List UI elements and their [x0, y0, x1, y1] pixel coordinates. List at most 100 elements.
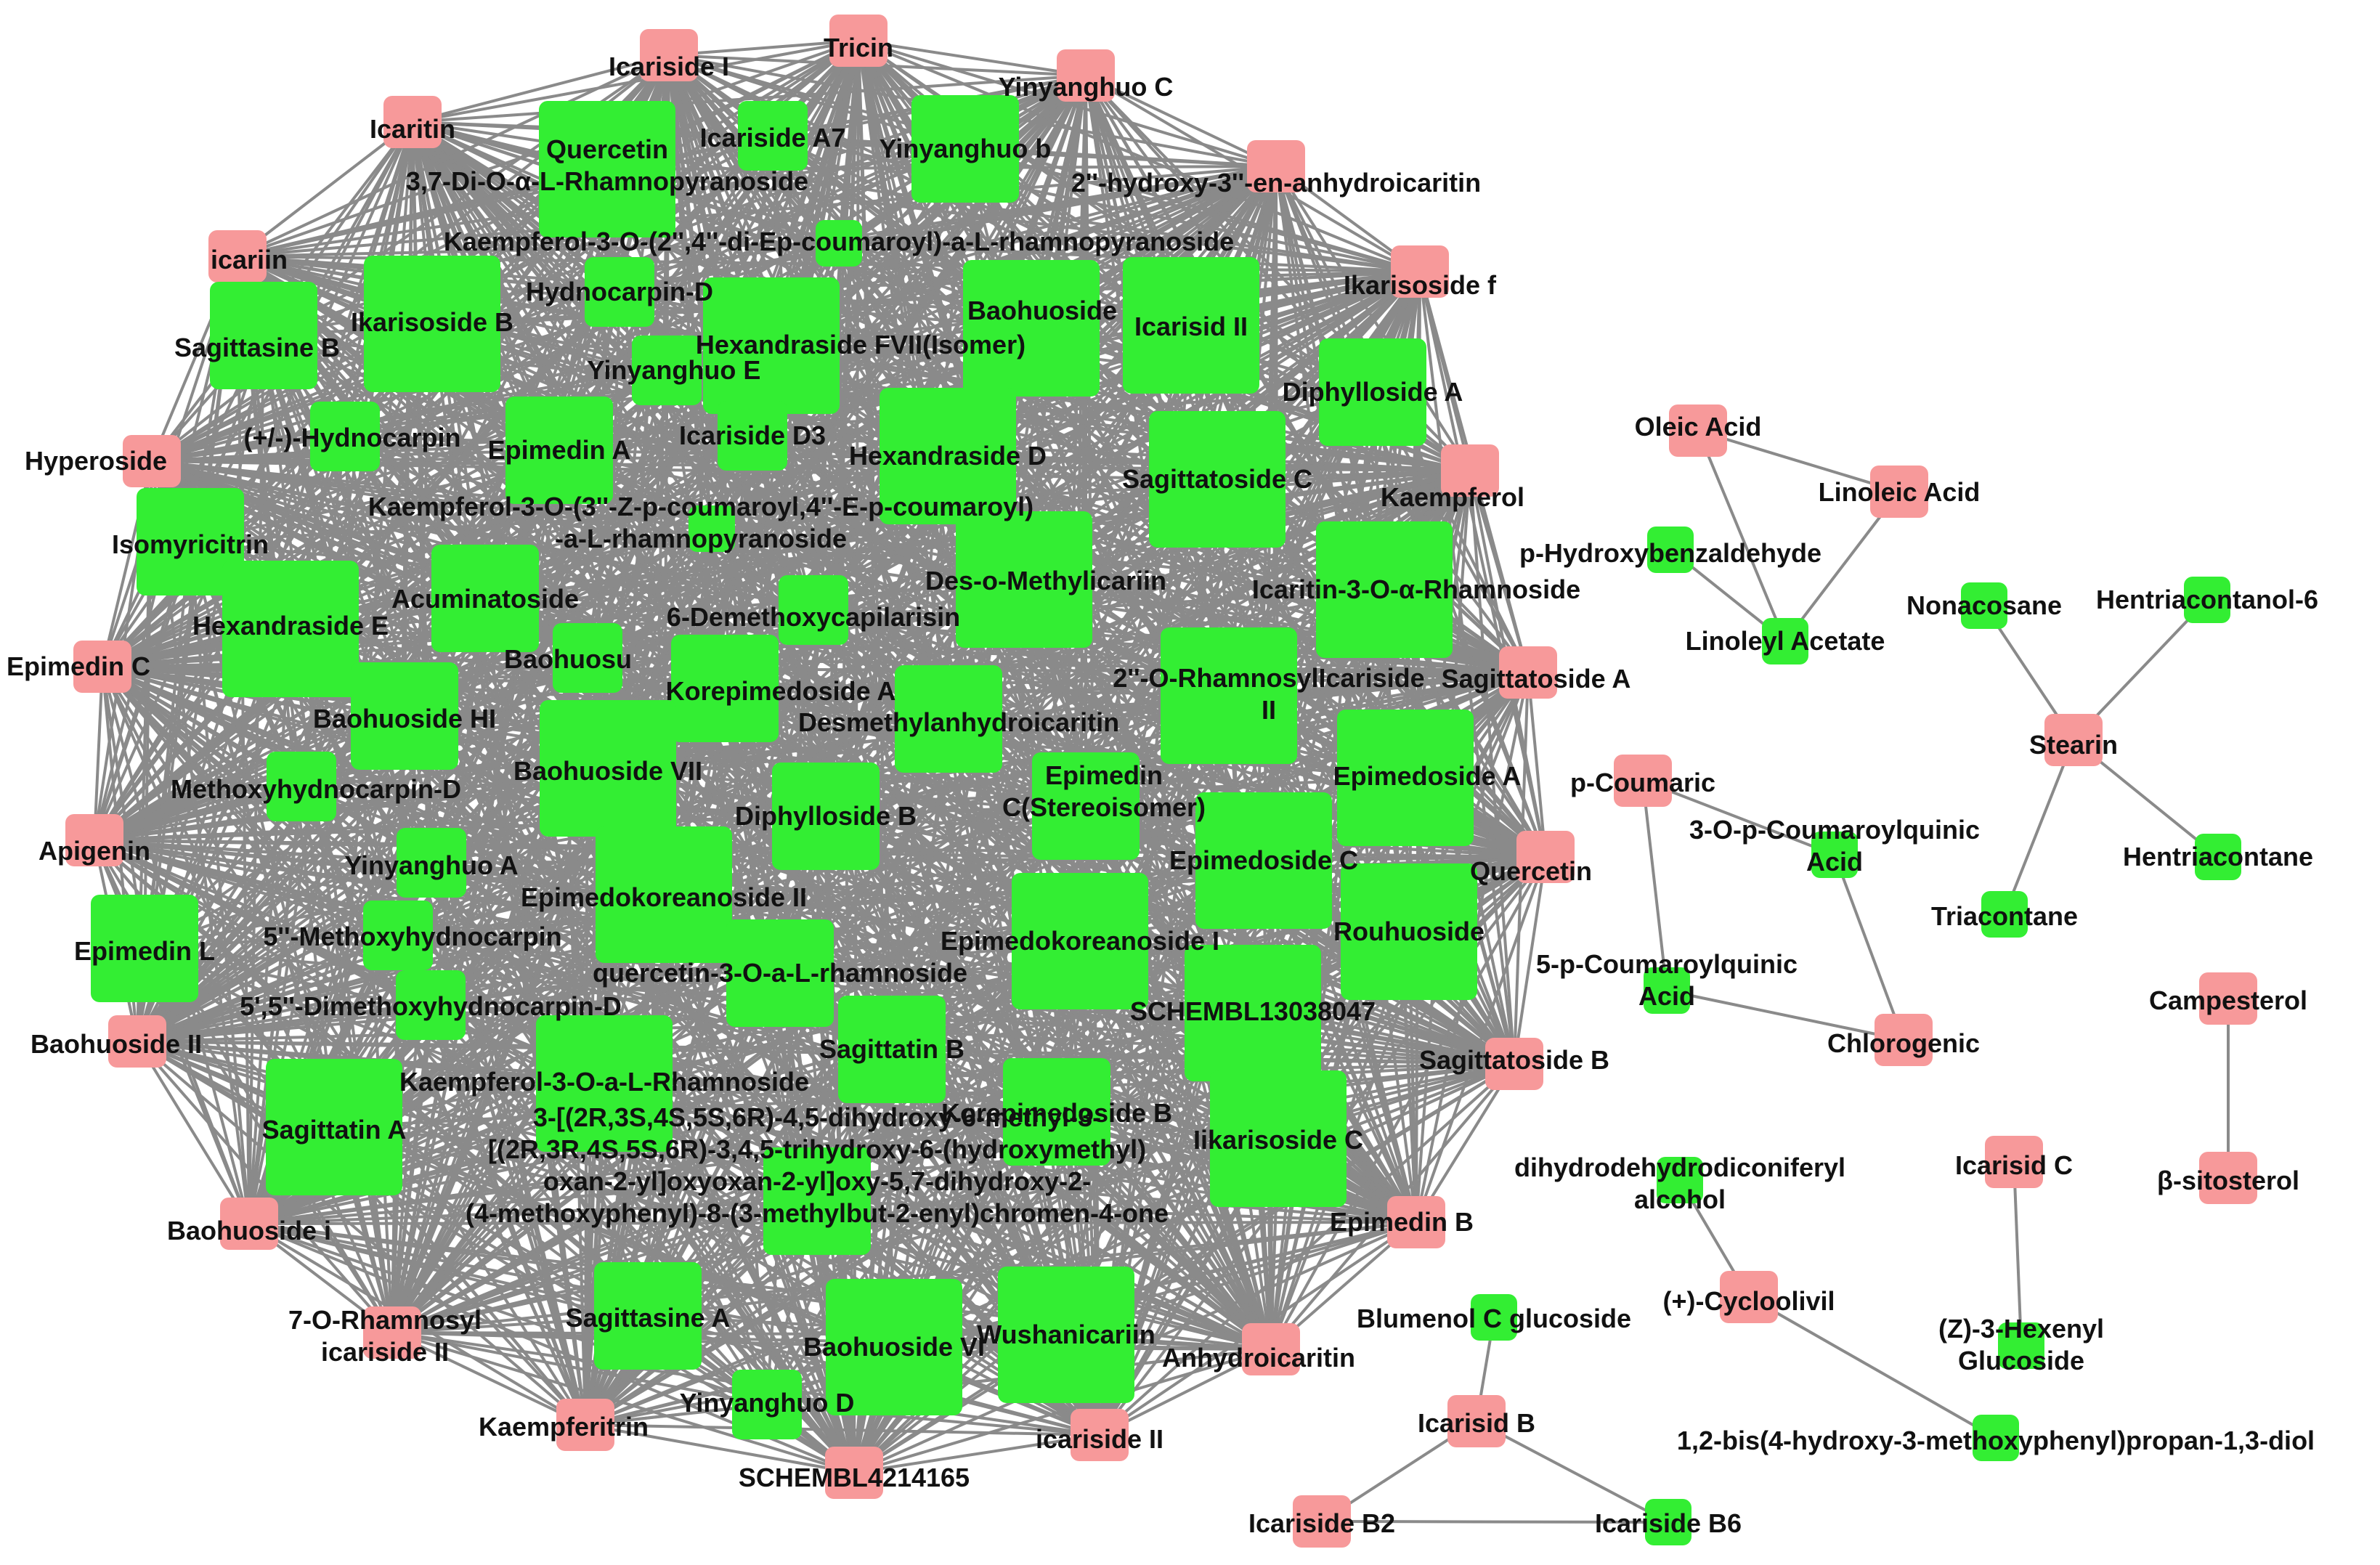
- node-sagittatoside-b[interactable]: [1485, 1038, 1543, 1090]
- node-baohuoside-ii[interactable]: [108, 1015, 166, 1068]
- node-sagittatoside-c[interactable]: [1149, 411, 1286, 548]
- node-icariside-i[interactable]: [640, 29, 698, 81]
- node-epimedin-c[interactable]: [73, 641, 131, 693]
- node-hexandraside-e[interactable]: [222, 561, 359, 697]
- node-yinyanghuo-d[interactable]: [732, 1370, 802, 1439]
- node-kaempferol[interactable]: [1441, 444, 1499, 497]
- node-kaempferitrin[interactable]: [556, 1399, 614, 1451]
- node-chromenone[interactable]: [763, 1147, 871, 1255]
- node-icaritin[interactable]: [383, 96, 442, 148]
- node-diphylloside-a[interactable]: [1319, 338, 1426, 446]
- node-hydroxy-anhydroicaritin[interactable]: [1247, 140, 1305, 192]
- node-p-hydroxybenzaldehyde[interactable]: [1647, 527, 1694, 573]
- node-cycloolivil[interactable]: [1720, 1271, 1778, 1323]
- node-anhydroicaritin[interactable]: [1242, 1323, 1300, 1375]
- node-schembl13038047[interactable]: [1185, 945, 1321, 1081]
- node-icarisid-c[interactable]: [1985, 1136, 2043, 1188]
- node-kaemp-rha[interactable]: [536, 1015, 673, 1152]
- node-chlorogenic[interactable]: [1875, 1014, 1933, 1066]
- node-diphylloside-b[interactable]: [772, 763, 880, 870]
- node-ikarisoside-f[interactable]: [1391, 245, 1449, 298]
- node-quercetin-3-rha[interactable]: [726, 919, 834, 1027]
- node-hyperoside[interactable]: [123, 435, 181, 487]
- node-sagittasine-b[interactable]: [210, 282, 317, 389]
- node-quercetin-rha[interactable]: [539, 101, 675, 237]
- node-methoxyhydnocarpin-5[interactable]: [363, 901, 433, 970]
- node-yinyanghuo-e[interactable]: [632, 336, 702, 405]
- node-des-o-methylicariin[interactable]: [956, 511, 1092, 648]
- node-kaemp-dicoumaroyl[interactable]: [816, 220, 862, 267]
- node-hexandraside-d[interactable]: [880, 388, 1016, 524]
- node-blumenol[interactable]: [1471, 1294, 1517, 1341]
- node-nonacosane[interactable]: [1961, 582, 2007, 629]
- node-baohuoside-i[interactable]: [220, 1198, 278, 1250]
- node-icariside-b6[interactable]: [1645, 1499, 1691, 1545]
- node-p-coumaric[interactable]: [1614, 755, 1672, 807]
- node-dimethoxyhydnocarpin-d[interactable]: [396, 970, 466, 1040]
- node-kaemp-zcoumaroyl[interactable]: [689, 505, 735, 552]
- node-diol[interactable]: [1973, 1415, 2019, 1461]
- node-campesterol[interactable]: [2199, 972, 2257, 1025]
- node-iikarisoside-c[interactable]: [1210, 1070, 1347, 1207]
- node-coumaroylquinic-5[interactable]: [1644, 967, 1690, 1014]
- node-hexenyl-glucoside[interactable]: [1998, 1322, 2044, 1369]
- node-tricin[interactable]: [829, 15, 888, 67]
- node-epimedoside-a[interactable]: [1337, 710, 1474, 846]
- node-icarisid-b[interactable]: [1447, 1395, 1506, 1447]
- node-yinyanghuo-b[interactable]: [911, 95, 1019, 203]
- node-sagittatoside-a[interactable]: [1499, 646, 1557, 699]
- node-rouhuoside[interactable]: [1341, 863, 1477, 1000]
- node-epimedin-stereo[interactable]: [1032, 752, 1140, 860]
- node-hydnocarpin[interactable]: [310, 402, 380, 471]
- node-linoleic-acid[interactable]: [1870, 466, 1928, 518]
- node-yinyanghuo-c[interactable]: [1057, 49, 1115, 102]
- node-baohuoside[interactable]: [963, 260, 1100, 397]
- node-wushanicariin[interactable]: [998, 1267, 1134, 1403]
- node-desmethylanhydroicaritin[interactable]: [895, 665, 1002, 773]
- node-icariside-a7[interactable]: [738, 101, 808, 171]
- node-stearin[interactable]: [2044, 714, 2103, 766]
- node-korepimedoside-a[interactable]: [671, 635, 779, 742]
- node-icariside-b2[interactable]: [1293, 1495, 1351, 1548]
- node-epimedokoreanoside-i[interactable]: [1012, 873, 1148, 1009]
- node-korepimedoside-b[interactable]: [1003, 1058, 1110, 1166]
- node-apigenin[interactable]: [65, 814, 123, 866]
- node-coumaroylquinic-3[interactable]: [1811, 832, 1858, 878]
- node-hydnocarpin-d[interactable]: [585, 257, 654, 327]
- node-icariin[interactable]: [208, 230, 267, 282]
- node-quercetin[interactable]: [1516, 831, 1575, 883]
- node-hexandraside-fvii[interactable]: [703, 277, 840, 414]
- node-triacontane[interactable]: [1981, 891, 2028, 938]
- node-sagittatin-b[interactable]: [838, 996, 946, 1103]
- node-sitosterol[interactable]: [2199, 1152, 2257, 1204]
- node-epimedokoreanoside-ii[interactable]: [596, 826, 732, 963]
- node-linoleyl-acetate[interactable]: [1762, 618, 1808, 664]
- node-acuminatoside[interactable]: [431, 545, 539, 652]
- node-hentriacontanol[interactable]: [2184, 577, 2230, 623]
- node-oleic-acid[interactable]: [1669, 405, 1727, 457]
- node-demethoxycapilarisin[interactable]: [779, 575, 848, 645]
- node-isomyricitrin[interactable]: [137, 488, 244, 595]
- node-icariside-ii[interactable]: [1071, 1409, 1129, 1461]
- node-epimedoside-c[interactable]: [1195, 792, 1332, 929]
- node-ikarisoside-b[interactable]: [364, 256, 500, 392]
- node-epimedin-a[interactable]: [505, 397, 613, 504]
- node-epimedin-b[interactable]: [1387, 1196, 1445, 1248]
- node-hentriacontane[interactable]: [2195, 834, 2241, 880]
- node-baohuoside-vi[interactable]: [826, 1279, 962, 1415]
- node-baohuoside-hi[interactable]: [351, 662, 458, 770]
- node-icaritin-rhamnoside[interactable]: [1316, 521, 1453, 658]
- node-sagittatin-a[interactable]: [266, 1059, 402, 1195]
- node-epimedin-l[interactable]: [91, 895, 198, 1002]
- node-rhamnosyl-icariside[interactable]: [363, 1306, 421, 1359]
- node-sagittasine-a[interactable]: [594, 1262, 702, 1370]
- node-icarisid-ii[interactable]: [1123, 257, 1259, 394]
- node-baohuoside-vii[interactable]: [540, 700, 676, 837]
- node-yinyanghuo-a[interactable]: [397, 828, 466, 898]
- node-schembl4214165[interactable]: [825, 1447, 883, 1499]
- node-icariside-d3[interactable]: [718, 401, 787, 471]
- node-rhamnosylicariside-ii[interactable]: [1161, 627, 1297, 764]
- node-methoxyhydnocarpin-d[interactable]: [267, 752, 336, 821]
- node-dihydrodehydrodiconiferyl[interactable]: [1657, 1157, 1703, 1203]
- node-baohuosu[interactable]: [553, 623, 622, 693]
